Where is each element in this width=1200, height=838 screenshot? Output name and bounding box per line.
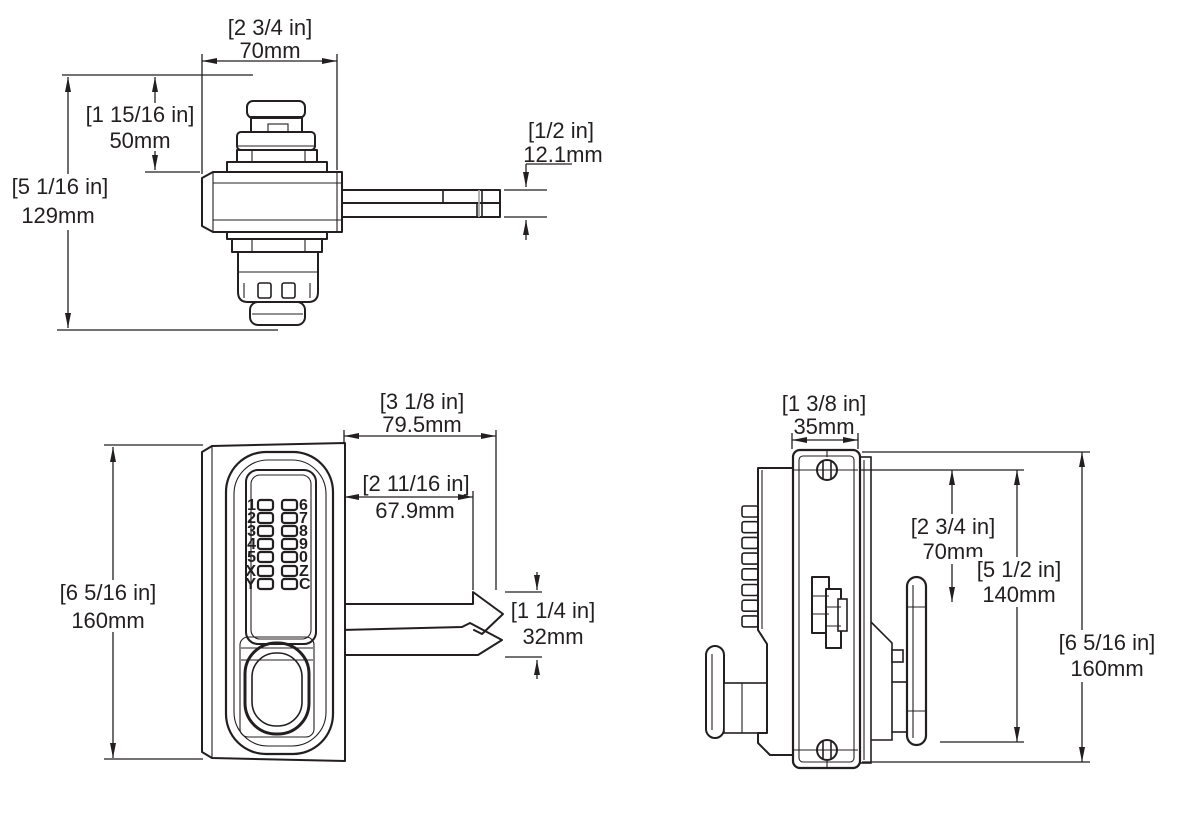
mounting-plate-front (201, 442, 346, 762)
keypad-button-5 (256, 550, 275, 564)
handle-left (705, 645, 725, 739)
key-label-2: 2 (247, 510, 256, 527)
dim-bolt-in-label: [1 1/4 in] (511, 598, 595, 623)
screw-bottom (794, 739, 858, 761)
dim-reach-mm-label: 79.5mm (382, 412, 461, 437)
knob-inner (251, 652, 303, 727)
latch-tab-side (891, 649, 904, 663)
handle-right-stem (891, 681, 909, 733)
keypad-button-2 (256, 511, 275, 525)
key-label-X: X (245, 563, 256, 580)
handle-right (905, 575, 928, 747)
dim-latch-in-label: [1/2 in] (528, 118, 594, 143)
keypad-button-C (280, 577, 299, 591)
keypad-button-7 (280, 511, 299, 525)
dim-side160-in-label: [6 5/16 in] (1059, 630, 1156, 655)
dim-upper-in-label: [1 15/16 in] (86, 102, 195, 127)
housing-side (757, 467, 794, 756)
dim-depth-mm-label: 35mm (793, 414, 854, 439)
keypad-button-4 (256, 537, 275, 551)
knob-outer (243, 641, 311, 736)
screw-top (794, 459, 858, 481)
knob-front (239, 636, 315, 738)
key-label-7: 7 (299, 510, 308, 527)
front-view-dimensions: [6 5/16 in] 160mm [3 1/8 in] 79.5mm [2 1… (52, 389, 595, 760)
side-view-dimensions: [1 3/8 in] 35mm [2 3/4 in] 70mm [5 1/2 i… (782, 391, 1170, 763)
key-label-C: C (299, 576, 311, 593)
dim-side70-in-label: [2 3/4 in] (911, 514, 995, 539)
dim-width-mm-label: 70mm (239, 38, 300, 63)
key-label-Y: Y (245, 576, 256, 593)
knob-cap-top (246, 100, 306, 119)
key-label-9: 9 (299, 536, 308, 553)
handle-left-stem (723, 682, 768, 734)
dim-width-in-label: [2 3/4 in] (228, 15, 312, 40)
dim-inner-mm-label: 67.9mm (375, 498, 454, 523)
dim-side160-mm-label: 160mm (1070, 656, 1143, 681)
key-label-5: 5 (247, 549, 256, 566)
keypad-buttons: 1 2 3 4 5 X Y 6 7 8 9 0 Z C (245, 497, 311, 593)
key-label-4: 4 (247, 536, 256, 553)
keypad-button-3 (256, 524, 275, 538)
dim-front-height-mm-label: 160mm (71, 608, 144, 633)
dim-front-height-in-label: [6 5/16 in] (60, 580, 157, 605)
key-label-8: 8 (299, 523, 308, 540)
key-label-Z: Z (299, 563, 309, 580)
keypad-button-Z (280, 564, 299, 578)
latch-bolt-front (340, 591, 504, 656)
keypad-buttons-side (741, 505, 759, 628)
dim-overall-mm-label: 129mm (21, 203, 94, 228)
key-label-0: 0 (299, 549, 308, 566)
latch-arrow-bottom (340, 622, 503, 656)
dim-latch-mm-label: 12.1mm (523, 142, 602, 167)
keypad-button-X (256, 564, 275, 578)
front-view: 1 2 3 4 5 X Y 6 7 8 9 0 Z C (52, 389, 595, 762)
lock-body-top (201, 100, 343, 326)
key-label-6: 6 (299, 497, 308, 514)
knob-cap-bottom (249, 301, 306, 326)
keypad-button-6 (280, 498, 299, 512)
housing-front (224, 450, 335, 756)
latch-bolt-top (341, 189, 501, 218)
dim-overall-in-label: [5 1/16 in] (12, 174, 109, 199)
keypad-button-1 (256, 498, 275, 512)
thumbturn (811, 576, 848, 649)
top-view-dimensions: [2 3/4 in] 70mm [1 15/16 in] 50mm [5 1/1… (4, 15, 603, 331)
keypad-button-Y (256, 577, 275, 591)
dim-upper-mm-label: 50mm (109, 128, 170, 153)
keypad-button-0 (280, 550, 299, 564)
side-view: [1 3/8 in] 35mm [2 3/4 in] 70mm [5 1/2 i… (705, 391, 1170, 770)
dim-side140-mm-label: 140mm (982, 582, 1055, 607)
key-label-3: 3 (247, 523, 256, 540)
dim-side140-in-label: [5 1/2 in] (977, 557, 1061, 582)
top-view: [2 3/4 in] 70mm [1 15/16 in] 50mm [5 1/1… (4, 15, 603, 331)
main-body-top (201, 171, 343, 233)
keypad-button-8 (280, 524, 299, 538)
key-label-1: 1 (247, 497, 256, 514)
lower-body-top (237, 251, 319, 303)
dim-bolt-mm-label: 32mm (522, 624, 583, 649)
dim-reach-in-label: [3 1/8 in] (380, 389, 464, 414)
latch-arrow-top (340, 591, 504, 635)
dim-inner-in-label: [2 11/16 in] (362, 471, 469, 496)
dim-depth-in-label: [1 3/8 in] (782, 391, 866, 416)
keypad-button-9 (280, 537, 299, 551)
